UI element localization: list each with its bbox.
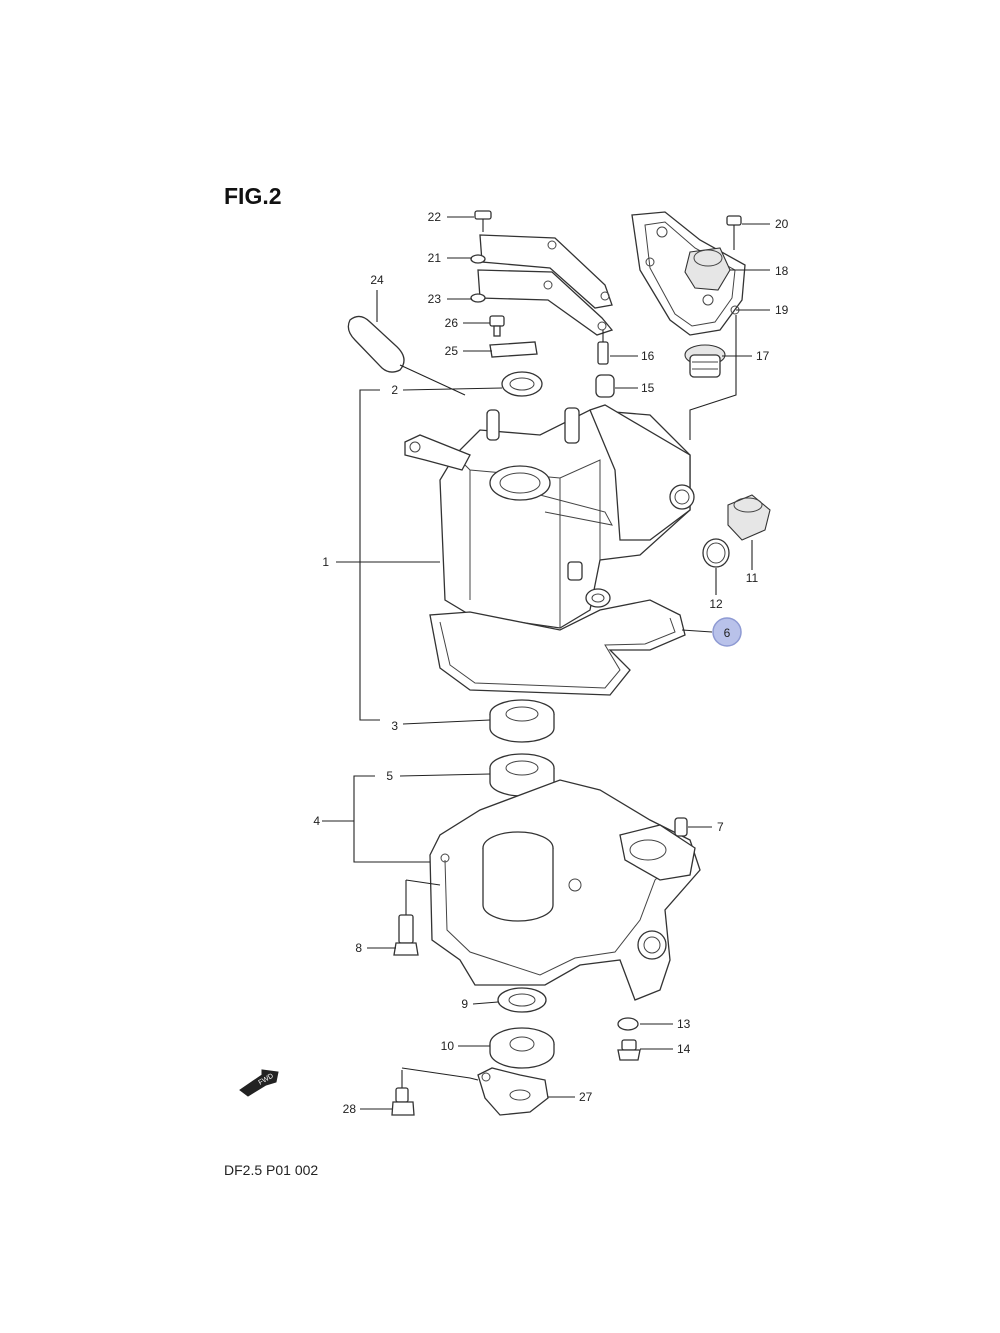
callout-22[interactable]: 22: [428, 210, 442, 224]
crankcase-4[interactable]: [429, 779, 701, 1001]
callout-23[interactable]: 23: [428, 292, 442, 306]
callout-3[interactable]: 3: [391, 719, 398, 733]
washer-23[interactable]: [470, 293, 486, 303]
callout-1[interactable]: 1: [322, 555, 329, 569]
screw-26[interactable]: [489, 315, 505, 337]
thermostat-18[interactable]: [684, 247, 731, 291]
callout-25[interactable]: 25: [445, 344, 459, 358]
callout-9[interactable]: 9: [461, 997, 468, 1011]
top-cover-plates[interactable]: [477, 234, 614, 336]
callout-21[interactable]: 21: [428, 251, 442, 265]
callout-16[interactable]: 16: [641, 349, 655, 363]
oil-seal-10[interactable]: [489, 1027, 555, 1069]
callout-24[interactable]: 24: [370, 273, 384, 287]
oil-seal-2[interactable]: [501, 371, 543, 397]
oil-seal-9[interactable]: [497, 987, 547, 1013]
callout-7[interactable]: 7: [717, 820, 724, 834]
plate-27[interactable]: [477, 1067, 549, 1116]
bolt-22[interactable]: [474, 210, 492, 232]
callout-15[interactable]: 15: [641, 381, 655, 395]
callout-2[interactable]: 2: [391, 383, 398, 397]
callout-5[interactable]: 5: [386, 769, 393, 783]
callout-labels: 22 21 23 24 26 25 2 1 3 16 15 20 18 19 1…: [313, 210, 788, 1116]
callout-13[interactable]: 13: [677, 1017, 691, 1031]
dowel-7[interactable]: [674, 817, 688, 837]
callout-4[interactable]: 4: [313, 814, 320, 828]
bearing-3[interactable]: [489, 699, 555, 743]
bolt-16[interactable]: [597, 330, 609, 365]
callout-26[interactable]: 26: [445, 316, 459, 330]
callout-12[interactable]: 12: [709, 597, 723, 611]
callout-6[interactable]: 6: [724, 626, 731, 640]
dowel-15[interactable]: [595, 374, 615, 398]
callout-14[interactable]: 14: [677, 1042, 691, 1056]
drain-bolt-14[interactable]: [617, 1039, 641, 1061]
callout-8[interactable]: 8: [355, 941, 362, 955]
bolt-28[interactable]: [391, 1070, 415, 1116]
clip-25[interactable]: [489, 341, 538, 358]
callout-18[interactable]: 18: [775, 264, 789, 278]
figure-title: FIG.2: [224, 183, 282, 209]
callout-10[interactable]: 10: [441, 1039, 455, 1053]
cylinder-block[interactable]: [404, 404, 695, 696]
plug-17[interactable]: [684, 344, 726, 378]
bolt-8[interactable]: [393, 880, 419, 956]
callout-19[interactable]: 19: [775, 303, 789, 317]
callout-17[interactable]: 17: [756, 349, 770, 363]
bolt-20[interactable]: [726, 215, 742, 250]
hose-24[interactable]: [347, 315, 466, 396]
drawing-code: DF2.5 P01 002: [224, 1162, 319, 1178]
callout-28[interactable]: 28: [343, 1102, 357, 1116]
plug-11[interactable]: [727, 494, 771, 541]
callout-27[interactable]: 27: [579, 1090, 593, 1104]
callout-11[interactable]: 11: [746, 571, 759, 585]
washer-21[interactable]: [470, 254, 486, 264]
highlight-marker-6[interactable]: [712, 617, 742, 647]
fwd-direction-arrow-icon: FWD: [239, 1069, 279, 1097]
leader-lines: [322, 216, 770, 1110]
callout-20[interactable]: 20: [775, 217, 789, 231]
gasket-12[interactable]: [702, 538, 730, 568]
washer-13[interactable]: [617, 1017, 639, 1031]
